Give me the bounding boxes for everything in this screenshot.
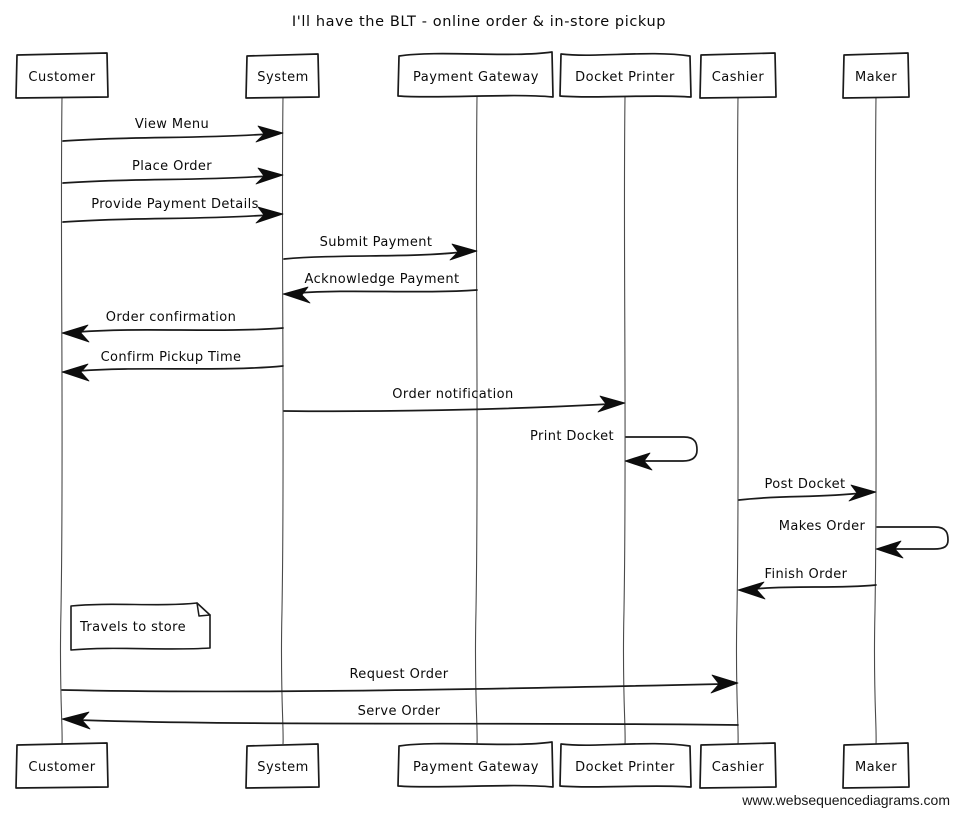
actor-box-maker-bottom[interactable]: Maker (842, 742, 910, 789)
message-label-place-order: Place Order (132, 159, 212, 174)
message-view-menu[interactable]: View Menu (62, 117, 284, 143)
actor-box-customer-top[interactable]: Customer (15, 52, 109, 99)
note-travels-to-store[interactable]: Travels to store (70, 602, 211, 651)
message-label-view-menu: View Menu (135, 117, 209, 132)
message-label-finish-order: Finish Order (765, 567, 848, 582)
message-serve-order[interactable]: Serve Order (61, 704, 739, 730)
bottom-actor-boxes: Customer System Payment Gateway Docket P… (15, 741, 910, 789)
watermark: www.websequencediagrams.com (741, 792, 950, 808)
actor-label-system-bottom: System (257, 760, 308, 775)
message-post-docket[interactable]: Post Docket (738, 477, 877, 502)
actor-label-docket-printer-bottom: Docket Printer (575, 760, 675, 775)
actor-label-payment-gateway-top: Payment Gateway (413, 70, 539, 85)
message-request-order[interactable]: Request Order (61, 667, 739, 694)
message-label-order-confirmation: Order confirmation (106, 310, 236, 325)
actor-box-docket-printer-top[interactable]: Docket Printer (559, 52, 692, 98)
actor-box-docket-printer-bottom[interactable]: Docket Printer (559, 742, 692, 788)
message-finish-order[interactable]: Finish Order (737, 567, 877, 600)
actor-box-payment-gateway-top[interactable]: Payment Gateway (397, 51, 554, 98)
actor-box-system-bottom[interactable]: System (245, 743, 320, 789)
message-label-acknowledge-payment: Acknowledge Payment (305, 272, 460, 287)
actor-label-docket-printer-top: Docket Printer (575, 70, 675, 85)
actor-box-system-top[interactable]: System (245, 53, 320, 99)
lifeline-maker (873, 96, 877, 745)
message-label-print-docket: Print Docket (530, 429, 614, 444)
message-confirm-pickup-time[interactable]: Confirm Pickup Time (61, 350, 284, 382)
actor-label-cashier-bottom: Cashier (712, 760, 765, 775)
message-provide-payment-details[interactable]: Provide Payment Details (62, 197, 284, 224)
actor-box-maker-top[interactable]: Maker (842, 52, 910, 99)
lifeline-system (280, 96, 284, 745)
actor-label-payment-gateway-bottom: Payment Gateway (413, 760, 539, 775)
message-label-post-docket: Post Docket (764, 477, 845, 492)
message-makes-order-self[interactable]: Makes Order (779, 519, 949, 559)
actor-label-customer-bottom: Customer (28, 760, 95, 775)
diagram-title: I'll have the BLT - online order & in-st… (292, 14, 666, 30)
lifeline-docket-printer (622, 96, 626, 745)
actor-box-cashier-bottom[interactable]: Cashier (699, 742, 777, 789)
actor-box-cashier-top[interactable]: Cashier (699, 52, 777, 99)
actor-label-system-top: System (257, 70, 308, 85)
lifeline-payment-gateway (474, 96, 478, 745)
note-label-travels-to-store: Travels to store (79, 620, 186, 635)
actor-label-customer-top: Customer (28, 70, 95, 85)
message-print-docket-self[interactable]: Print Docket (530, 429, 698, 471)
lifeline-customer (59, 96, 63, 745)
message-label-request-order: Request Order (349, 667, 448, 682)
message-label-order-notification: Order notification (392, 387, 513, 402)
message-label-provide-payment-details: Provide Payment Details (91, 197, 259, 212)
top-actor-boxes: Customer System Payment Gateway Docket P… (15, 51, 910, 99)
actor-box-payment-gateway-bottom[interactable]: Payment Gateway (397, 741, 554, 788)
message-place-order[interactable]: Place Order (62, 159, 284, 185)
message-submit-payment[interactable]: Submit Payment (283, 235, 478, 261)
message-label-confirm-pickup-time: Confirm Pickup Time (101, 350, 242, 365)
actor-label-maker-bottom: Maker (855, 760, 897, 775)
actor-label-cashier-top: Cashier (712, 70, 765, 85)
actor-box-customer-bottom[interactable]: Customer (15, 742, 109, 789)
message-order-confirmation[interactable]: Order confirmation (61, 310, 284, 343)
lifelines-group (59, 96, 877, 745)
lifeline-cashier (735, 96, 739, 745)
message-order-notification[interactable]: Order notification (283, 387, 626, 413)
actor-label-maker-top: Maker (855, 70, 897, 85)
message-label-serve-order: Serve Order (358, 704, 441, 719)
message-label-makes-order: Makes Order (779, 519, 866, 534)
message-acknowledge-payment[interactable]: Acknowledge Payment (282, 272, 478, 304)
message-label-submit-payment: Submit Payment (320, 235, 433, 250)
